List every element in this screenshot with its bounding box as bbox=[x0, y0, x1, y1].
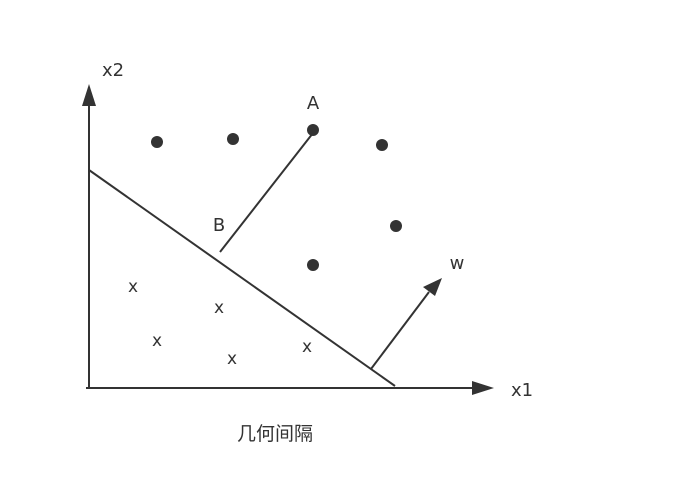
separating-hyperplane bbox=[88, 169, 396, 387]
x-axis-arrow bbox=[472, 381, 494, 395]
positive-point bbox=[376, 139, 388, 151]
positive-point bbox=[151, 136, 163, 148]
positive-point bbox=[390, 220, 402, 232]
positive-point bbox=[227, 133, 239, 145]
negative-point: x bbox=[152, 331, 162, 351]
x-axis-label: x1 bbox=[511, 380, 533, 401]
positive-point bbox=[307, 259, 319, 271]
negative-point: x bbox=[302, 337, 312, 357]
point-b-label: B bbox=[213, 215, 225, 236]
y-axis-arrow bbox=[82, 84, 96, 106]
normal-vector-arrowhead bbox=[423, 278, 442, 296]
negative-point: x bbox=[227, 349, 237, 369]
negative-point: x bbox=[128, 277, 138, 297]
normal-vector-w bbox=[370, 291, 430, 370]
vector-w-label: w bbox=[450, 253, 465, 274]
distance-segment-ab bbox=[219, 132, 314, 253]
y-axis-label: x2 bbox=[102, 60, 124, 81]
point-a-label: A bbox=[307, 93, 320, 114]
positive-point-a bbox=[307, 124, 319, 136]
diagram-caption: 几何间隔 bbox=[237, 423, 313, 445]
negative-point: x bbox=[214, 298, 224, 318]
